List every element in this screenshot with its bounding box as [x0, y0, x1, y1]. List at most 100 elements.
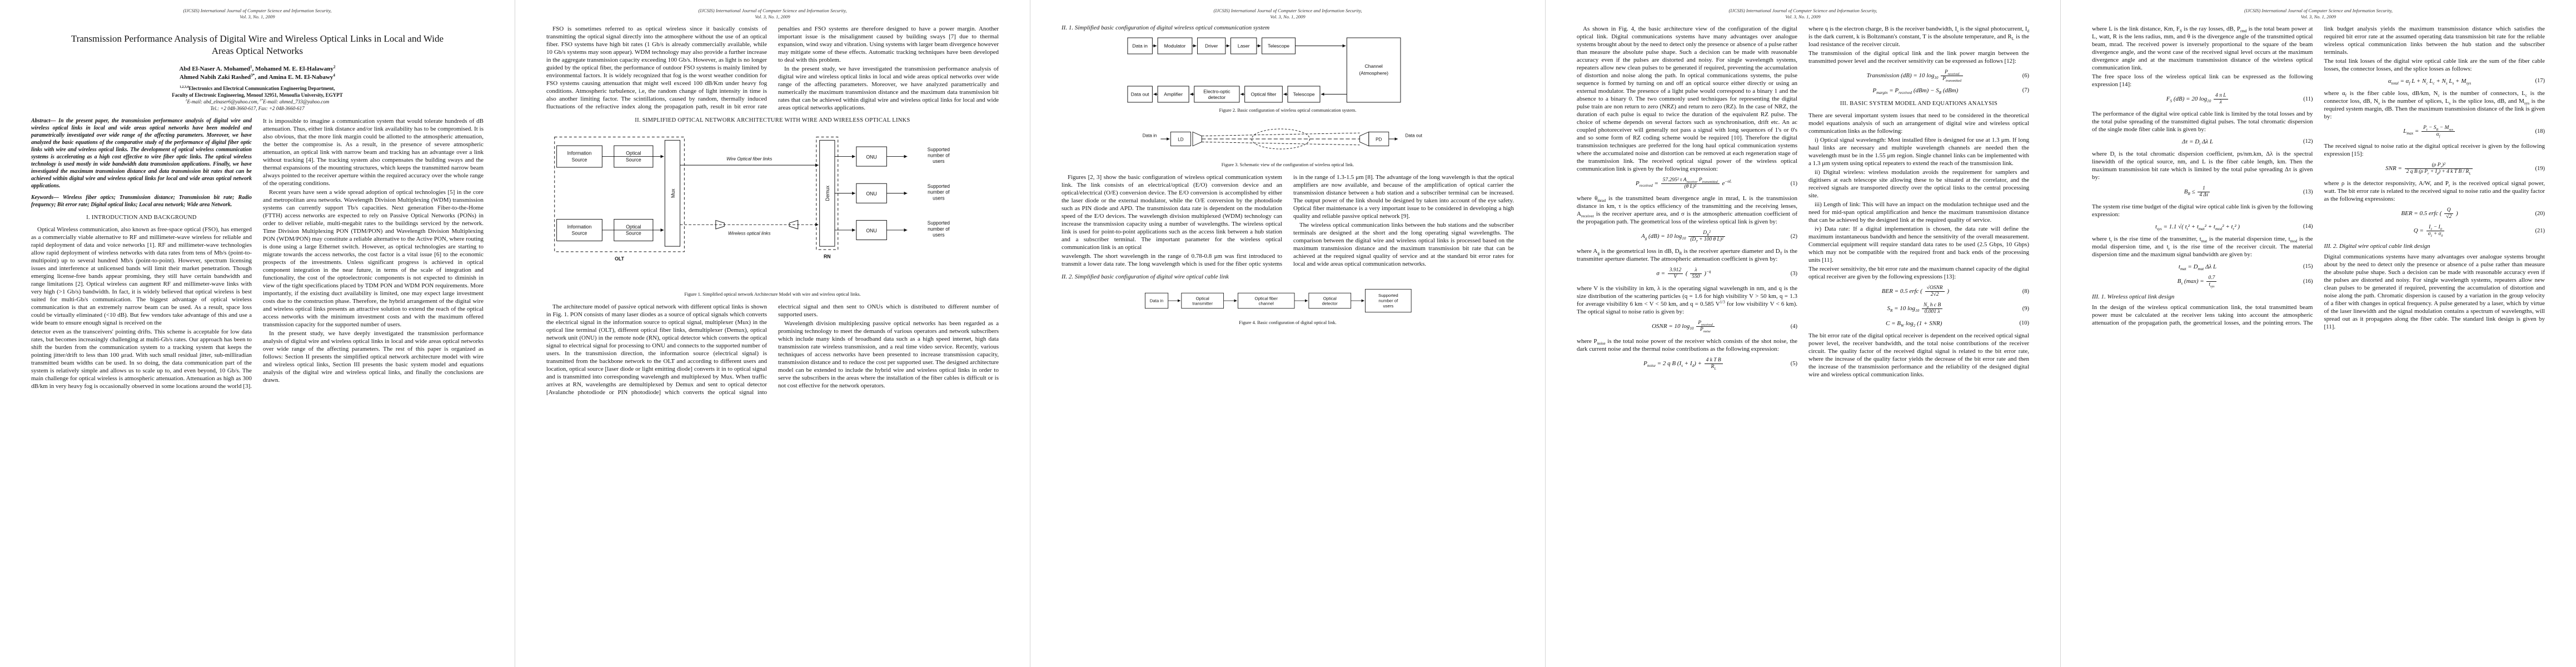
paragraph: Optical Wireless communication, also kno… [31, 226, 252, 326]
list-item: iii) Length of link: This will have an i… [1808, 201, 2029, 223]
paragraph: Recent years have seen a wide spread ado… [263, 189, 484, 328]
equation-20: BER = 0.5 erfc ( Q√2 )(20) [2324, 207, 2545, 220]
fig2-detector-box [1194, 86, 1240, 103]
where-clause: where ρ is the detector responsivity, A/… [2324, 180, 2545, 202]
journal-header-line1: (IJCSIS) International Journal of Comput… [698, 8, 847, 13]
paragraph: Digital communications systems have many… [2324, 253, 2545, 330]
journal-header: (IJCSIS) International Journal of Comput… [2092, 8, 2545, 19]
fig3-beam-upper [1202, 132, 1360, 137]
equation-number: (20) [2535, 210, 2545, 217]
equation-number: (17) [2535, 78, 2545, 84]
equation-number: (1) [1790, 180, 1797, 187]
journal-header: (IJCSIS) International Journal of Comput… [1577, 8, 2029, 19]
journal-header-line1: (IJCSIS) International Journal of Comput… [1728, 8, 1877, 13]
journal-header: (IJCSIS) International Journal of Comput… [546, 8, 999, 19]
equation-body: Δτ = Dt Δλ L [2181, 138, 2214, 147]
equation-number: (7) [2022, 87, 2029, 93]
subsection-heading-wire-config: II. 2. Simplified basic configuration of… [1062, 273, 1229, 280]
paragraph: There are several important system issue… [1808, 112, 2029, 135]
equation-body: Preceived = 57.295² τ Areceiver Ptransmi… [1636, 177, 1732, 190]
paragraph: wavelength. The short wavelength in the … [1062, 174, 1514, 267]
page-3: (IJCSIS) International Journal of Comput… [1030, 0, 1546, 667]
equation-number: (3) [1790, 270, 1797, 277]
page4-columns: As shown in Fig. 4, the basic architectu… [1577, 25, 2029, 379]
equation-body: Pmargin = Preceived (dBm) − SR (dBm) [1872, 87, 1959, 96]
authors-line-1: Abd El-Naser A. Mohamed1, Mohamed M. E. … [179, 64, 336, 72]
fig2-data-out-box [1127, 86, 1153, 103]
equation-number: (8) [2022, 288, 2029, 295]
list-item: i) Optical signal wavelength: Most insta… [1808, 137, 2029, 167]
fig2-telescope-label: Telescope [1293, 91, 1314, 97]
equation-number: (10) [2019, 320, 2030, 326]
paragraph: The architecture model of passive optica… [546, 303, 999, 396]
equation-number: (6) [2022, 72, 2029, 79]
fig2-data-out-label: Data out [1131, 91, 1149, 97]
affiliation-line-2: Faculty of Electronic Engineering, Menou… [172, 92, 343, 98]
page5-columns: where L is the link distance, Km, FS is … [2092, 25, 2545, 331]
page-4: (IJCSIS) International Journal of Comput… [1546, 0, 2061, 667]
figure-3-diagram: Data in LD PD Data out [1143, 128, 1423, 150]
equation-body: C = BW log2 (1 + SNR) [1886, 320, 1942, 328]
fig3-data-out-label: Data out [1406, 133, 1423, 138]
paragraph: The wireless optical communication links… [1293, 222, 1514, 267]
affiliation-email: 1E-mail: abd_elnaser6@yahoo.com, 3*E-mai… [185, 99, 330, 104]
page3-columns: Figures [2, 3] show the basic configurat… [1062, 173, 1514, 268]
page1-columns: Abstract— In the present paper, the tran… [31, 117, 484, 390]
subsection-heading-wireless-config: II. 1. Simplified basic configuration of… [1062, 24, 1270, 31]
equation-body: αtotal = αf L + Nc Lc + Ns Ls + Msys [2388, 78, 2472, 86]
fig1-onu-label: ONU [866, 191, 876, 197]
page-2: (IJCSIS) International Journal of Comput… [515, 0, 1030, 667]
equation-7: Pmargin = Preceived (dBm) − SR (dBm) (7) [1808, 87, 2029, 96]
where-clause: where Dt is the total chromatic dispersi… [2092, 151, 2313, 181]
figure-2-caption: Figure 2. Basic configuration of wireles… [1219, 107, 1357, 113]
equation-17: αtotal = αf L + Nc Lc + Ns Ls + Msys (17) [2324, 77, 2545, 86]
fig2-channel-label: Channel(Atmosphere) [1359, 63, 1388, 76]
paper-title: Transmission Performance Analysis of Dig… [71, 33, 444, 56]
journal-header: (IJCSIS) International Journal of Comput… [1062, 8, 1514, 19]
abstract: Abstract— In the present paper, the tran… [31, 118, 252, 189]
section-heading-system-model: III. BASIC SYSTEM MODEL AND EQUATIONS AN… [1840, 101, 1998, 107]
affiliation-line-1: 1,2,3,4Electronics and Electrical Commun… [180, 86, 335, 91]
fig3-data-in-label: Data in [1143, 133, 1157, 138]
figure-3-caption: Figure 3. Schematic view of the configur… [1221, 162, 1354, 167]
paragraph: In the present study, we have deeply inv… [263, 330, 484, 384]
fig1-onu-box [856, 146, 887, 167]
fig4-data-in-box [1144, 292, 1169, 309]
paragraph: The total link losses of the digital wir… [2324, 58, 2545, 72]
paragraph: The free space loss of the wireless opti… [2092, 73, 2313, 88]
page2-columns-top: FSO is sometimes referred to as optical … [546, 25, 999, 112]
fig1-telescope-icon [715, 220, 725, 230]
where-clause: where Ag is the geometrical loss in dB, … [1577, 248, 1797, 262]
fig2-telescope-label: Telescope [1268, 43, 1289, 48]
equation-number: (14) [2303, 223, 2313, 230]
fig2-driver-label: Driver [1205, 43, 1218, 48]
paragraph: In the present study, we have investigat… [778, 66, 999, 111]
paragraph: The transmission of the digital optical … [1808, 50, 2029, 64]
equation-number: (21) [2535, 227, 2545, 234]
fig2-optical-filter-box [1244, 86, 1283, 103]
equation-number: (11) [2303, 96, 2313, 102]
subsection-heading-wireless-design: III. 1. Wireless optical link design [2092, 293, 2175, 300]
